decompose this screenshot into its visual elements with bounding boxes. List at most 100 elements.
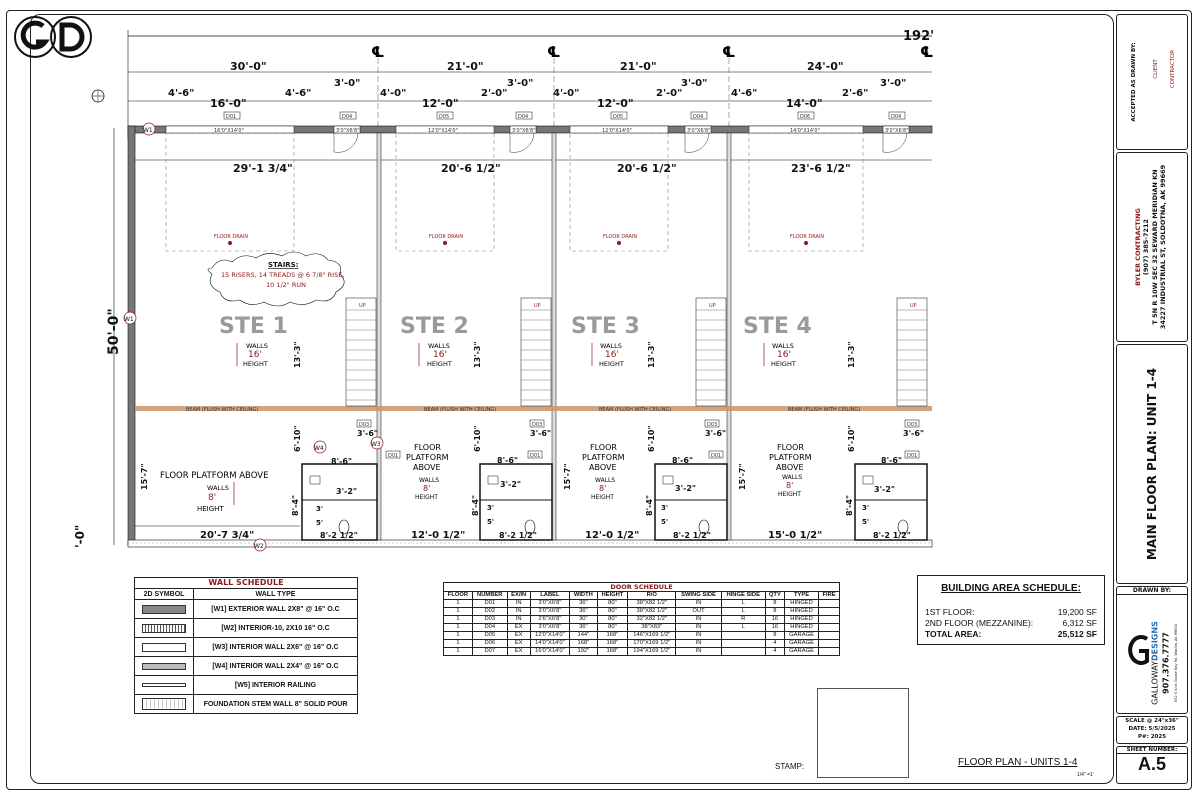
door-tag: D01 [711,453,721,459]
height-label: HEIGHT [591,494,614,501]
table-cell: D03 [471,615,508,624]
sub-dim: 16'-0" [210,97,247,110]
dim: 8'-2 1/2" [673,531,711,540]
wall-schedule-table: 2D SYMBOL WALL TYPE [W1] EXTERIOR WALL 2… [134,588,358,714]
column-header: WIDTH [569,591,598,600]
column-header: QTY [764,591,786,600]
height-label: HEIGHT [427,360,452,368]
accepted-label: ACCEPTED AS DRAWN BY: [1130,42,1137,122]
contractor-label: CONTRACTOR [1170,49,1176,88]
wall-height: 16' [248,350,262,360]
height-label: HEIGHT [197,505,224,513]
table-cell: 12'0"X14'0" [529,631,571,640]
bay-width: 20'-6 1/2" [441,162,501,175]
door-schedule-table: FLOOR NUMBER EX/IN LABEL WIDTH HEIGHT R/… [443,591,840,656]
table-row: [W4] INTERIOR WALL 2X4" @ 16" O.C [134,656,358,676]
table-cell: 16'0"X14'0" [529,647,571,656]
stairs-line: 15 RISERS, 14 TREADS @ 6 7/8" RISE, [221,271,344,279]
stair-up: UP [910,303,917,309]
table-cell [818,639,840,648]
area-value: 19,200 SF [1057,607,1097,617]
column-header: LABEL [529,591,571,600]
platform-label: FLOOR [777,443,804,452]
door-size: 3'0"X6'8" [885,128,909,134]
table-cell: 168" [569,639,598,648]
table-cell: 8 [764,631,786,640]
table-cell: L [720,607,766,616]
centerline-mark: ℄ [371,43,384,61]
platform-label: PLATFORM [769,453,812,462]
stair-up: UP [359,303,366,309]
table-cell: 36" [569,599,598,608]
table-cell: 14'0"X14'0" [529,639,571,648]
column-header: 2D SYMBOL [134,588,194,600]
wall-type: FOUNDATION STEM WALL 8" SOLID POUR [193,694,358,714]
table-cell: D01 [471,599,508,608]
dim: 5' [661,518,668,526]
wall-height: 16' [433,350,447,360]
table-cell: HINGED [784,615,820,624]
wall-type: [W1] EXTERIOR WALL 2X8" @ 16" O.C [193,599,358,619]
wall-height: 16' [605,350,619,360]
dim: 8'-2 1/2" [873,531,911,540]
area-label: TOTAL AREA: [925,629,982,639]
stairs-note: STAIRS: 15 RISERS, 14 TREADS @ 6 7/8" RI… [207,251,345,307]
dim: 3'-6" [357,429,378,438]
beam-label: BEAM (FLUSH WITH CEILING) [186,407,258,413]
firm-name-a: GALLOWAY [1150,660,1160,705]
table-cell: 194"X169 1/2" [627,647,677,656]
dim: 8'-6" [881,456,902,465]
wall-height: 16' [777,350,791,360]
dim-bay-3: 21'-0" [620,60,657,73]
dim: 6'-10" [473,425,482,452]
wall-type: [W4] INTERIOR WALL 2X4" @ 16" O.C [193,656,358,676]
demising-wall [551,132,557,541]
door-size: 12'0"X14'0" [602,128,632,134]
platform-label: FLOOR [414,443,441,452]
table-cell: 80" [596,623,629,632]
project-info-cell: BYLER CONTRACTING (907) 385-7212 T 5N R … [1116,152,1188,342]
table-row: 2D SYMBOL WALL TYPE [134,588,358,600]
table-cell: IN [506,599,531,608]
table-cell [720,639,766,648]
table-cell: HINGED [784,607,820,616]
table-row: [W3] INTERIOR WALL 2X6" @ 16" O.C [134,637,358,657]
designer-cell: DRAWN BY: GALLOWAYDESIGNS 907.376.7777 6… [1116,586,1188,714]
column-header: SWING SIDE [675,591,722,600]
stamp-box [817,688,909,778]
beam-label: BEAM (FLUSH WITH CEILING) [424,407,496,413]
plan-scale: 1/4" =1' [1077,772,1094,778]
column-header: R/O [627,591,677,600]
table-cell [818,599,840,608]
centerline-mark: ℄ [920,43,933,61]
table-cell: 192" [569,647,598,656]
suite-3: STE 3 WALLS 16' HEIGHT UP 13'-3" [571,297,727,407]
table-cell: 38"X82 1/2" [627,607,677,616]
dim-bay-1: 30'-0" [230,60,267,73]
column-header: WALL TYPE [193,588,358,600]
area-label: 2ND FLOOR (MEZZANINE): [925,618,1034,628]
sub-dim: 2'-0" [656,88,682,99]
door-tag: D01 [226,114,236,120]
suite-name: STE 4 [743,314,812,339]
dim: 3'-6" [530,429,551,438]
dim: 13'-3" [293,341,302,368]
table-row: FOUNDATION STEM WALL 8" SOLID POUR [134,694,358,714]
floor-plan: 192' ℄ ℄ ℄ ℄ 30'-0" 21'-0" 21'-0" 24'-0"… [73,29,934,552]
dim: 3'-6" [903,429,924,438]
legal-description: T 5N R 10W SEC 32 SEWARD MERIDIAN KN [1150,169,1159,325]
door-tag: D01 [388,453,398,459]
door-size: 3'0"X6'8" [512,128,536,134]
sub-dim: 14'-0" [786,97,823,110]
beam-line [135,406,932,411]
dim: 8'-6" [331,457,352,466]
platform-label: ABOVE [589,463,617,472]
dim: 15'-7" [140,463,149,490]
table-cell: 1 [443,599,473,608]
dim: 15'-7" [738,463,747,490]
dim: 5' [316,519,323,527]
centerlines: ℄ ℄ ℄ ℄ [371,43,933,130]
